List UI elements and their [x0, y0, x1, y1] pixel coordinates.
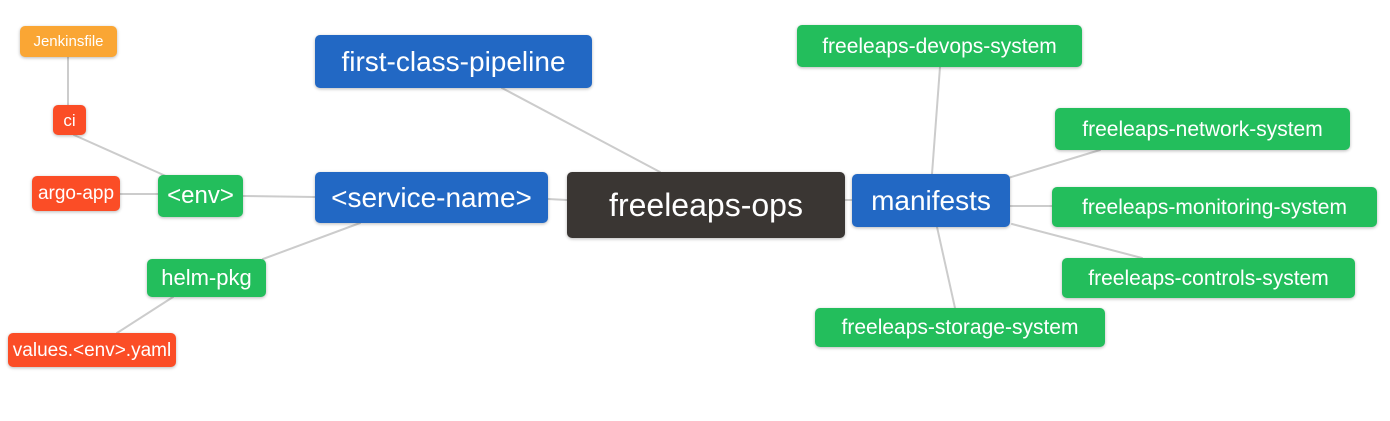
node-label: values.<env>.yaml: [12, 339, 172, 361]
node-env[interactable]: <env>: [158, 175, 243, 217]
edge-manifests-to-freeleaps-controls-system: [1011, 223, 1143, 259]
node-jenkinsfile[interactable]: Jenkinsfile: [20, 26, 117, 57]
node-label: first-class-pipeline: [341, 45, 566, 77]
node-label: freeleaps-controls-system: [1088, 266, 1329, 290]
node-label: freeleaps-storage-system: [841, 316, 1079, 339]
node-label: manifests: [871, 184, 991, 216]
edge-ci-to-env: [73, 134, 169, 178]
edge-helm-pkg-to-values-env-yaml: [116, 296, 174, 334]
node-freeleaps-monitoring-system[interactable]: freeleaps-monitoring-system: [1052, 187, 1377, 227]
node-label: freeleaps-monitoring-system: [1082, 195, 1347, 219]
node-freeleaps-devops-system[interactable]: freeleaps-devops-system: [797, 25, 1082, 67]
node-label: Jenkinsfile: [33, 33, 104, 50]
edge-service-name-to-freeleaps-ops: [547, 198, 568, 201]
edge-manifests-to-freeleaps-network-system: [1007, 149, 1101, 179]
node-manifests[interactable]: manifests: [852, 174, 1010, 227]
edge-first-class-pipeline-to-freeleaps-ops: [501, 87, 661, 173]
node-label: freeleaps-network-system: [1082, 117, 1323, 141]
node-ci[interactable]: ci: [53, 105, 86, 135]
edge-env-to-service-name: [242, 195, 316, 198]
node-freeleaps-network-system[interactable]: freeleaps-network-system: [1055, 108, 1350, 150]
node-label: freeleaps-devops-system: [822, 34, 1057, 58]
edge-manifests-to-freeleaps-storage-system: [936, 226, 956, 309]
node-label: helm-pkg: [161, 265, 252, 290]
node-helm-pkg[interactable]: helm-pkg: [147, 259, 266, 297]
node-service-name[interactable]: <service-name>: [315, 172, 548, 223]
node-label: <service-name>: [331, 181, 532, 213]
node-values-env-yaml[interactable]: values.<env>.yaml: [8, 333, 176, 367]
node-first-class-pipeline[interactable]: first-class-pipeline: [315, 35, 592, 88]
node-label: ci: [63, 110, 76, 130]
edge-manifests-to-freeleaps-devops-system: [931, 66, 941, 175]
node-label: argo-app: [37, 183, 115, 204]
node-freeleaps-controls-system[interactable]: freeleaps-controls-system: [1062, 258, 1355, 298]
node-freeleaps-ops[interactable]: freeleaps-ops: [567, 172, 845, 238]
node-label: <env>: [167, 182, 234, 209]
node-label: freeleaps-ops: [609, 187, 803, 223]
edge-service-name-to-helm-pkg: [262, 222, 361, 260]
node-freeleaps-storage-system[interactable]: freeleaps-storage-system: [815, 308, 1105, 347]
node-argo-app[interactable]: argo-app: [32, 176, 120, 211]
